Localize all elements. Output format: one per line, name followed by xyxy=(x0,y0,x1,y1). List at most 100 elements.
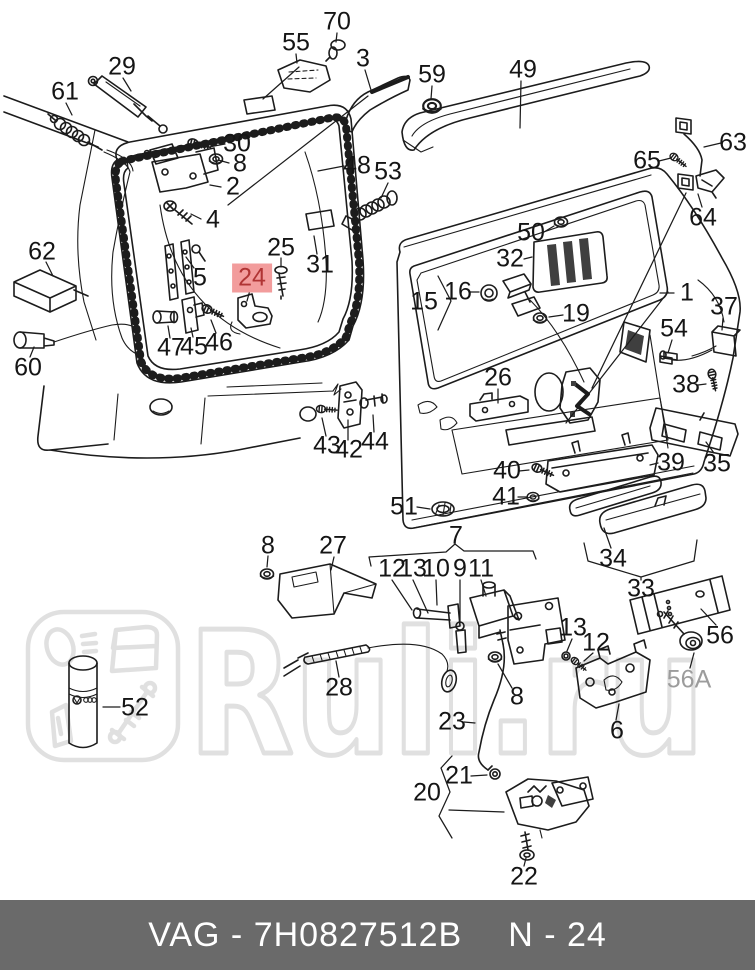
part-label-3[interactable]: 3 xyxy=(356,44,370,73)
part-label-48[interactable]: 48 xyxy=(343,151,371,180)
plate-light xyxy=(649,407,739,457)
part-label-4[interactable]: 4 xyxy=(206,205,220,234)
page-reference: N - 24 xyxy=(508,915,607,954)
part-label-5[interactable]: 5 xyxy=(193,263,207,292)
part-label-27[interactable]: 27 xyxy=(319,531,347,560)
part-label-70[interactable]: 70 xyxy=(323,7,351,36)
part-label-31[interactable]: 31 xyxy=(306,250,334,279)
part-label-64[interactable]: 64 xyxy=(689,203,717,232)
part-label-22[interactable]: 22 xyxy=(510,862,538,891)
part-label-60[interactable]: 60 xyxy=(14,353,42,382)
part-label-37[interactable]: 37 xyxy=(710,292,738,321)
part-label-41[interactable]: 41 xyxy=(492,482,520,511)
mount-bracket-55 xyxy=(277,59,331,93)
part-label-42[interactable]: 42 xyxy=(335,435,363,464)
grommet-51 xyxy=(431,501,455,517)
part-label-30[interactable]: 30 xyxy=(223,129,251,158)
part-label-40[interactable]: 40 xyxy=(493,456,521,485)
part-label-56A[interactable]: 56A xyxy=(666,665,712,694)
part-label-61[interactable]: 61 xyxy=(51,77,79,106)
part-label-53[interactable]: 53 xyxy=(374,157,402,186)
tailgate-handle xyxy=(598,483,707,535)
part-label-51[interactable]: 51 xyxy=(390,492,418,521)
part-label-29[interactable]: 29 xyxy=(108,52,136,81)
part-label-45[interactable]: 45 xyxy=(180,332,208,361)
part-label-62[interactable]: 62 xyxy=(28,237,56,266)
washer-valve xyxy=(13,323,139,349)
part-label-13[interactable]: 13 xyxy=(399,554,427,583)
part-label-49[interactable]: 49 xyxy=(509,55,537,84)
grommet-16 xyxy=(480,284,498,302)
part-label-2[interactable]: 2 xyxy=(226,172,240,201)
lock-cylinder xyxy=(502,273,585,383)
exploded-view-art xyxy=(3,39,741,861)
part-label-63[interactable]: 63 xyxy=(719,128,747,157)
part-label-26[interactable]: 26 xyxy=(484,363,512,392)
part-label-21[interactable]: 21 xyxy=(445,761,473,790)
part-label-23[interactable]: 23 xyxy=(438,707,466,736)
part-label-39[interactable]: 39 xyxy=(657,448,685,477)
gas-strut xyxy=(87,75,168,134)
part-label-34[interactable]: 34 xyxy=(599,544,627,573)
footer-bar: VAG - 7H0827512B N - 24 xyxy=(0,900,755,970)
lock-wedge-part xyxy=(230,293,273,335)
buffer-pin xyxy=(152,310,179,324)
part-label-12[interactable]: 12 xyxy=(582,628,610,657)
trim-strip xyxy=(345,75,411,133)
sill-molding xyxy=(629,575,731,635)
part-label-35[interactable]: 35 xyxy=(703,449,731,478)
part-label-12[interactable]: 12 xyxy=(378,554,406,583)
part-label-6[interactable]: 6 xyxy=(610,716,624,745)
part-label-47[interactable]: 47 xyxy=(157,333,185,362)
part-label-13[interactable]: 13 xyxy=(559,613,587,642)
part-label-7[interactable]: 7 xyxy=(449,521,463,550)
part-label-43[interactable]: 43 xyxy=(313,431,341,460)
wedge-block xyxy=(13,269,89,313)
part-label-44[interactable]: 44 xyxy=(361,427,389,456)
part-label-32[interactable]: 32 xyxy=(496,244,524,273)
body-roof-lines xyxy=(3,95,129,148)
body-side-line xyxy=(77,129,97,341)
part-label-56[interactable]: 56 xyxy=(706,621,734,650)
part-label-25[interactable]: 25 xyxy=(267,233,295,262)
part-label-20[interactable]: 20 xyxy=(413,778,441,807)
part-label-8[interactable]: 8 xyxy=(510,682,524,711)
part-label-1[interactable]: 1 xyxy=(680,278,694,307)
part-label-52[interactable]: 52 xyxy=(121,693,149,722)
striker-plate xyxy=(181,296,205,334)
handle-gasket xyxy=(568,475,662,517)
part-label-19[interactable]: 19 xyxy=(562,299,590,328)
lock-carrier-bracket xyxy=(469,392,529,422)
part-label-8[interactable]: 8 xyxy=(261,531,275,560)
part-label-15[interactable]: 15 xyxy=(410,287,438,316)
sleeve-54 xyxy=(659,350,678,361)
expanding-clip xyxy=(325,39,346,62)
latch-assembly xyxy=(505,776,594,839)
striker-bracket xyxy=(337,381,363,429)
license-recess xyxy=(451,367,669,475)
part-label-50[interactable]: 50 xyxy=(517,218,545,247)
flange-bolt xyxy=(663,610,703,651)
washer-13 xyxy=(561,651,571,661)
part-label-24[interactable]: 24 xyxy=(232,263,272,293)
part-label-54[interactable]: 54 xyxy=(660,314,688,343)
coil-strut xyxy=(47,113,103,151)
part-label-59[interactable]: 59 xyxy=(418,60,446,89)
part-label-11[interactable]: 11 xyxy=(468,554,494,583)
part-label-33[interactable]: 33 xyxy=(627,574,655,603)
part-label-55[interactable]: 55 xyxy=(282,28,310,57)
part-label-10[interactable]: 10 xyxy=(422,554,450,583)
part-label-65[interactable]: 65 xyxy=(633,146,661,175)
part-label-28[interactable]: 28 xyxy=(325,673,353,702)
damper-pads xyxy=(243,95,335,231)
part-label-46[interactable]: 46 xyxy=(205,328,233,357)
part-label-8[interactable]: 8 xyxy=(233,149,247,178)
part-label-38[interactable]: 38 xyxy=(672,370,700,399)
spoiler xyxy=(401,60,651,153)
tailgate-shell xyxy=(396,167,741,530)
leader-lines xyxy=(29,32,724,867)
part-label-9[interactable]: 9 xyxy=(453,554,467,583)
wedge-64 xyxy=(695,169,725,199)
part-label-16[interactable]: 16 xyxy=(444,277,472,306)
